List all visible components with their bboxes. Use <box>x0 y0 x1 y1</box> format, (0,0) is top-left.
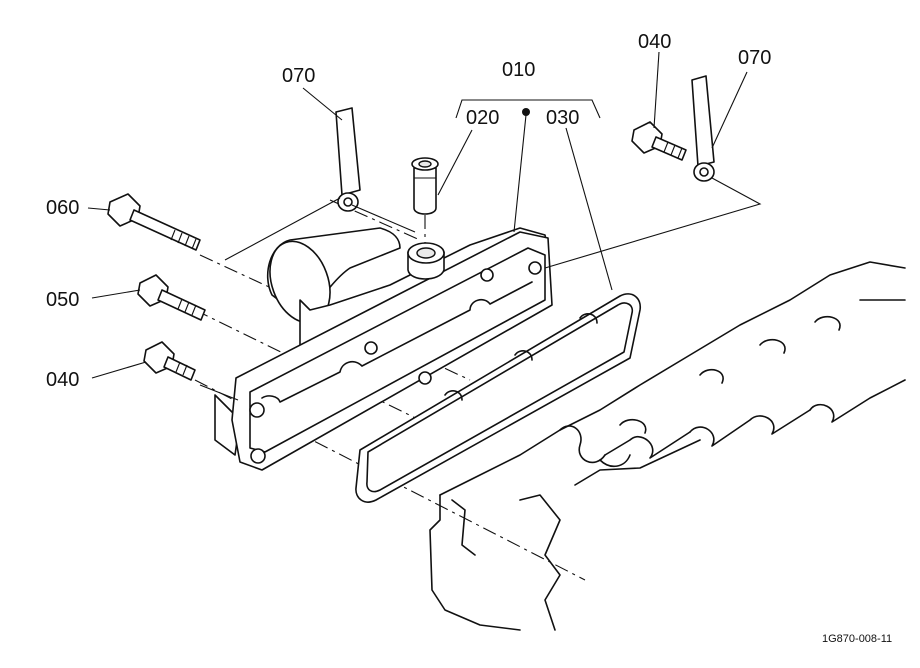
thermostat-housing <box>214 227 553 471</box>
thermostat <box>411 157 439 215</box>
engine-block <box>429 261 906 631</box>
label-070-right: 070 <box>738 47 771 69</box>
label-050: 050 <box>46 289 79 311</box>
label-020: 020 <box>466 107 499 129</box>
reference-code: 1G870-008-11 <box>822 633 892 645</box>
label-030: 030 <box>546 107 579 129</box>
label-040-right: 040 <box>638 31 671 53</box>
assembly-lines <box>199 177 762 401</box>
hanger-left <box>335 107 361 212</box>
bolt-040-left <box>143 341 196 381</box>
part-labels: 010 020 030 040 040 050 060 070 070 1G87… <box>46 31 892 645</box>
bracket-dot <box>522 108 530 116</box>
label-070-left: 070 <box>282 65 315 87</box>
bolt-040-right <box>631 121 687 161</box>
bolt-060 <box>107 193 201 251</box>
bolt-050 <box>137 274 206 321</box>
label-060: 060 <box>46 197 79 219</box>
callout-leaders <box>87 51 748 379</box>
hanger-right <box>691 75 715 182</box>
label-010: 010 <box>502 59 535 81</box>
gasket <box>355 293 642 503</box>
label-040-left: 040 <box>46 369 79 391</box>
